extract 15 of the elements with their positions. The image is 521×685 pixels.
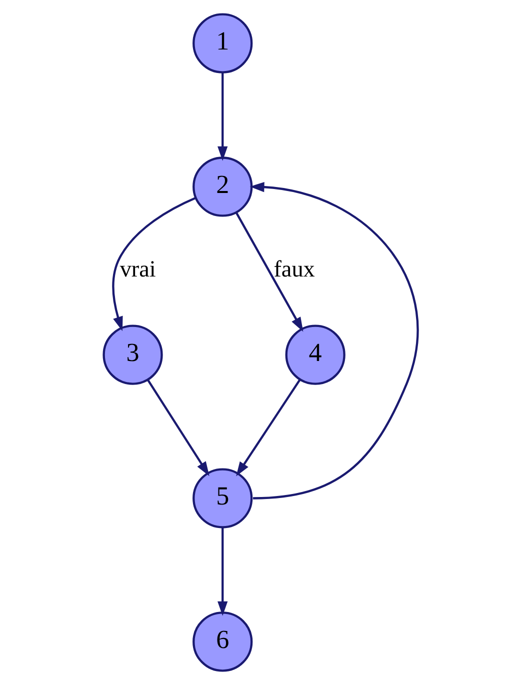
edge-label: vrai (119, 256, 156, 282)
arrow (146, 380, 209, 476)
arrow (249, 182, 418, 500)
arrow (217, 72, 228, 161)
arrow (217, 527, 228, 616)
node-circle: 3 (102, 324, 162, 385)
node-circle: 5 (192, 468, 252, 528)
edge-label: faux (273, 256, 314, 282)
node-circle: 1 (192, 13, 252, 74)
node-circle: 6 (192, 612, 252, 672)
arrow (236, 378, 300, 476)
node-circle: 2 (192, 156, 252, 217)
node-circle: 4 (284, 324, 345, 385)
arrow (234, 212, 303, 332)
arrow (112, 196, 196, 332)
